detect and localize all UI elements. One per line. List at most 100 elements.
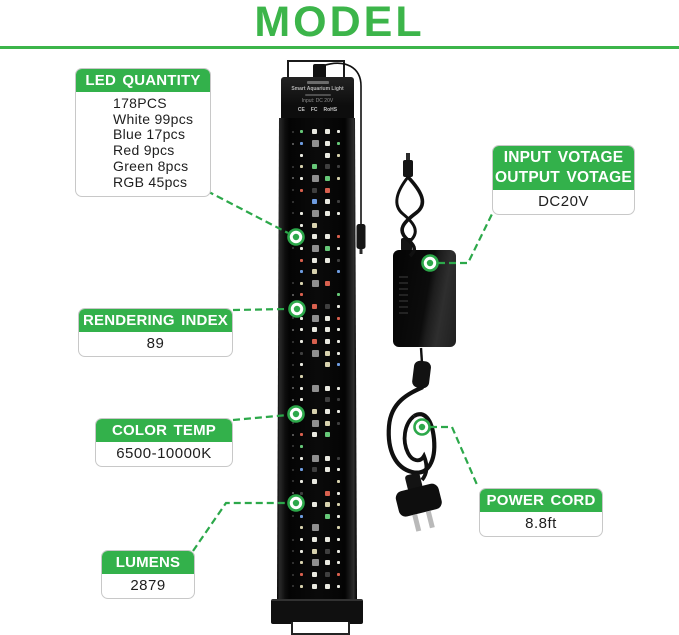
led-dot (300, 503, 303, 507)
callout-power-cord-header: POWER CORD (480, 489, 602, 512)
led-dot (337, 538, 340, 542)
led-dot (292, 422, 294, 425)
led-dot (300, 386, 303, 390)
led-dot (312, 129, 317, 135)
led-dot (337, 211, 340, 215)
led-dot (325, 315, 330, 321)
certification-marks: CE FC RoHS (298, 107, 337, 114)
led-dot (312, 339, 317, 344)
led-dot (325, 467, 330, 473)
led-dot (312, 327, 317, 333)
led-dot (325, 187, 330, 193)
led-dot (300, 340, 303, 343)
brand-logo (306, 81, 329, 84)
led-dot (312, 419, 319, 427)
led-dot (337, 165, 340, 169)
led-dot (325, 257, 330, 263)
led-dot (325, 199, 330, 205)
led-dot (325, 152, 330, 158)
callout-led-quantity: LED QUANTITY 178PCS White 99pcs Blue 17p… (75, 68, 211, 198)
adapter-coil-cable-2 (395, 176, 417, 244)
cord-loop-inner (402, 414, 429, 482)
led-dot (337, 270, 340, 274)
led-dot (337, 305, 340, 309)
led-red-count: Red 9pcs (113, 142, 175, 159)
led-dot (337, 142, 340, 145)
led-dot (325, 548, 330, 554)
led-dot (312, 537, 317, 543)
led-dot (325, 537, 330, 543)
led-dot (325, 432, 330, 438)
led-dot (312, 314, 319, 322)
device-label: Smart Aquarium Light Input: DC 20V CE FC… (281, 77, 354, 114)
wall-plug-head (395, 483, 442, 517)
led-dot (325, 455, 330, 461)
led-dot (337, 258, 340, 262)
callout-rendering-index: RENDERING INDEX 89 (78, 308, 233, 357)
led-dot (312, 244, 319, 252)
led-dot (312, 222, 317, 228)
rohs-mark: RoHS (323, 107, 338, 113)
wall-plug-neck (405, 472, 423, 491)
device-label-input: Input: DC 20V (301, 98, 334, 104)
led-dot (300, 444, 303, 448)
led-dot (300, 281, 303, 285)
led-dot (312, 454, 319, 462)
led-dot (325, 327, 330, 333)
led-dot (292, 480, 294, 483)
led-green-count: Green 8pcs (113, 157, 189, 174)
led-blue-count: Blue 17pcs (113, 126, 186, 143)
led-dot (325, 141, 330, 146)
led-dot (300, 491, 303, 495)
led-dot (312, 583, 317, 589)
led-dot (300, 293, 303, 297)
led-dot (337, 130, 340, 134)
led-dot (337, 153, 340, 157)
led-dot (292, 200, 294, 203)
led-dot (337, 235, 340, 239)
target-dot-power-cord (413, 418, 431, 436)
led-dot (337, 328, 340, 332)
led-dot (312, 408, 317, 414)
led-dot (292, 445, 294, 448)
adapter-spec-label (399, 276, 408, 318)
led-dot (325, 280, 330, 286)
led-dot (292, 468, 294, 471)
led-dot (325, 304, 330, 310)
led-dot (337, 573, 340, 576)
callout-voltage-value: DC20V (538, 193, 589, 210)
led-dot (300, 398, 303, 402)
led-dot (325, 490, 330, 496)
led-total: 178PCS (113, 95, 167, 111)
led-dot (312, 209, 319, 217)
led-dot (337, 316, 340, 320)
led-dot (292, 585, 294, 588)
input-voltage-label: INPUT VOTAGE (503, 149, 624, 166)
wall-plug (395, 472, 442, 532)
led-dot (312, 279, 319, 287)
led-dot (300, 584, 303, 588)
led-dot (300, 549, 303, 553)
led-dot (312, 548, 317, 554)
led-dot (312, 269, 317, 275)
led-dot (312, 559, 319, 567)
led-dot (312, 478, 317, 484)
led-dot (337, 200, 340, 204)
callout-lumens: LUMENS 2879 (101, 550, 195, 599)
callout-color-temp-value: 6500-10000K (116, 445, 212, 462)
led-dot (300, 176, 303, 180)
led-dot (337, 398, 340, 402)
led-dot (325, 245, 330, 251)
led-dot (325, 210, 330, 216)
led-dot (337, 549, 340, 553)
led-dot (292, 550, 294, 553)
led-rgb-count: RGB 45pcs (113, 173, 188, 190)
led-dot (312, 384, 319, 392)
led-dot (292, 293, 294, 296)
led-dot (312, 432, 317, 438)
led-dot (300, 514, 303, 518)
device-label-model-line (304, 94, 331, 96)
callout-led-quantity-values: 178PCS White 99pcs Blue 17pcs Red 9pcs G… (76, 92, 210, 196)
led-dot (300, 351, 303, 355)
